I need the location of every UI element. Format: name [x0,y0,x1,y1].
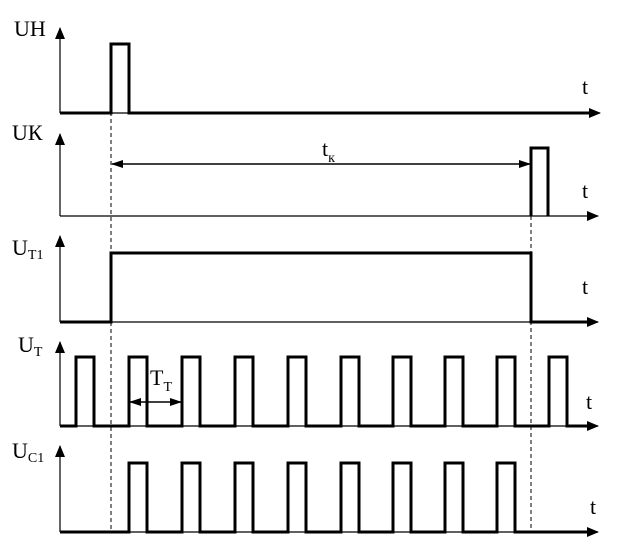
uk-t-label: t [582,178,588,203]
ut-clock-signal [60,355,590,428]
tt-label: TТ [150,365,172,395]
ut-label: UТ [18,332,43,360]
un-label: UН [14,16,46,41]
ut1-label: UТ1 [12,235,43,263]
ut-t-label: t [586,389,592,414]
ut1-t-label: t [582,274,588,299]
row-ut1: UТ1 t [12,235,599,327]
row-uc1: UС1 t [12,438,599,537]
row-ut: UТ TТ t [18,332,599,431]
row-uk: UК tк t [12,120,599,221]
uk-end-pulse [529,146,550,216]
uc1-gated-pulses [60,461,590,534]
uc1-label: UС1 [12,438,44,466]
un-t-label: t [582,74,588,99]
un-start-pulse [60,42,590,115]
uk-label: UК [12,120,43,145]
row-un: UН t [14,16,601,118]
uc1-t-label: t [590,494,596,519]
ut1-gate-signal [60,251,590,324]
tk-label: tк [322,136,335,166]
